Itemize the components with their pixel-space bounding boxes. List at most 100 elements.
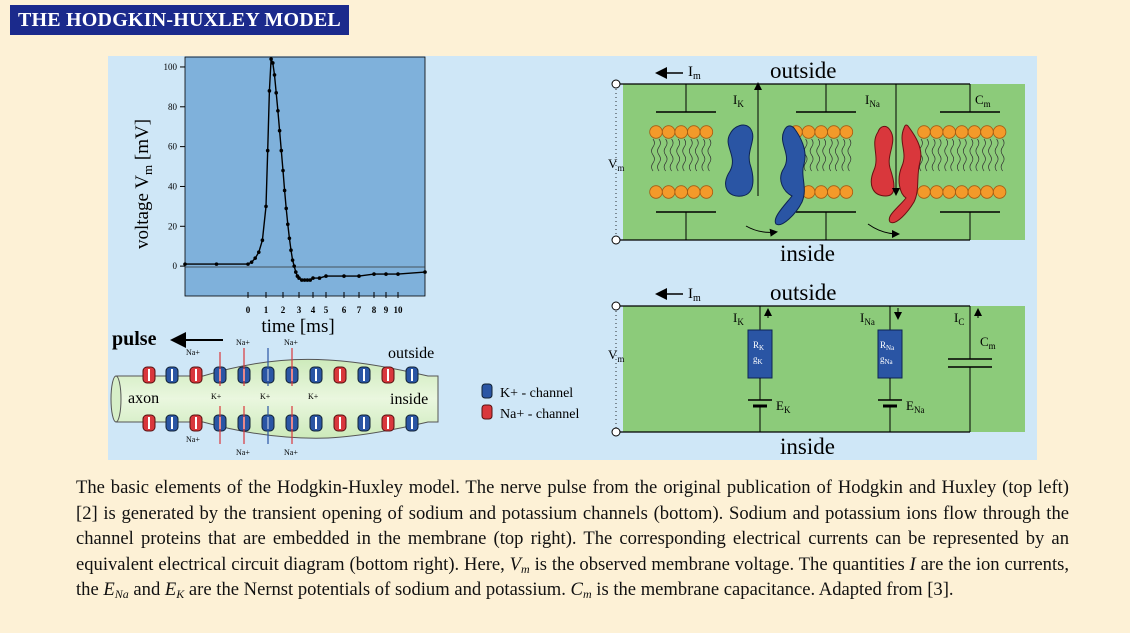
k-channel-left xyxy=(725,124,754,197)
membrane-outside-label: outside xyxy=(770,58,836,83)
voltage-point xyxy=(317,276,322,280)
axon-outside-label: outside xyxy=(388,345,434,362)
voltage-point xyxy=(297,276,301,280)
voltage-point xyxy=(342,274,346,278)
pulse-label: pulse xyxy=(112,328,157,350)
plot-area xyxy=(184,56,426,297)
voltage-point xyxy=(269,57,273,61)
circuit-im-label: Im xyxy=(688,286,701,304)
ion-label: K+ xyxy=(308,392,319,401)
voltage-point xyxy=(267,89,272,93)
voltage-point xyxy=(279,148,284,153)
ion-label: K+ xyxy=(211,392,222,401)
voltage-point xyxy=(294,270,298,274)
membrane-diagram: Vm Im outside inside IK INa Cm xyxy=(608,58,1025,266)
voltage-point xyxy=(305,278,310,282)
axon-inside-label: inside xyxy=(390,391,428,408)
voltage-point xyxy=(372,272,376,276)
voltage-point xyxy=(253,256,257,260)
membrane-inside-label: inside xyxy=(780,241,835,266)
circuit-outside-terminal xyxy=(611,301,621,311)
circuit-diagram: Vm Im outside inside IK RK gK EK INa RNa… xyxy=(608,280,1025,459)
voltage-point xyxy=(271,61,275,65)
ion-label: K+ xyxy=(260,392,271,401)
voltage-point xyxy=(282,188,287,193)
rk-resistor xyxy=(747,329,773,379)
membrane-bg xyxy=(623,84,1025,240)
ion-label: Na+ xyxy=(236,448,250,457)
x-tick-label: 10 xyxy=(394,305,404,315)
circuit-ik-label: IK xyxy=(733,310,744,327)
y-axis-label: voltage Vm [mV] xyxy=(132,119,155,249)
voltage-point xyxy=(277,128,282,133)
voltage-points xyxy=(183,57,427,282)
ion-label: Na+ xyxy=(236,338,250,347)
x-tick-label: 5 xyxy=(324,305,329,315)
voltage-point xyxy=(272,73,277,77)
voltage-point xyxy=(289,248,293,252)
ic-label: IC xyxy=(954,310,964,327)
k-channel-legend: K+ - channel xyxy=(500,386,573,401)
voltage-point xyxy=(287,236,292,241)
circuit-bg xyxy=(623,306,1025,432)
y-tick-label: 20 xyxy=(168,221,178,231)
inside-terminal xyxy=(611,235,621,245)
voltage-point xyxy=(290,258,295,262)
voltage-point xyxy=(308,278,312,282)
x-tick-label: 3 xyxy=(297,305,302,315)
na-channel-right xyxy=(888,124,922,224)
axon-label: axon xyxy=(128,390,159,407)
voltage-point xyxy=(300,278,304,282)
voltage-point xyxy=(214,262,219,266)
voltage-point xyxy=(396,272,400,276)
ion-label: Na+ xyxy=(186,348,200,357)
circuit-inside-terminal xyxy=(611,427,621,437)
voltage-point xyxy=(292,264,296,268)
k-channel-right xyxy=(774,125,806,226)
y-tick-label: 80 xyxy=(168,102,178,112)
y-tick-label: 40 xyxy=(168,181,178,191)
voltage-point xyxy=(324,274,328,278)
gk-label: gK xyxy=(753,354,763,366)
voltage-point xyxy=(357,274,361,278)
x-tick-label: 4 xyxy=(311,305,316,315)
y-tick-label: 60 xyxy=(168,142,178,152)
rna-resistor xyxy=(877,329,903,379)
voltage-point xyxy=(183,262,187,266)
voltage-point xyxy=(423,270,427,274)
figure-caption: The basic elements of the Hodgkin-Huxley… xyxy=(76,477,1069,602)
y-tick-label: 0 xyxy=(173,261,178,271)
voltage-point xyxy=(260,238,265,243)
voltage-point xyxy=(286,222,290,227)
ik-label: IK xyxy=(733,92,744,109)
axon-end xyxy=(110,375,122,423)
circuit-vm-label: Vm xyxy=(608,347,624,364)
voltage-point xyxy=(311,276,315,280)
voltage-point xyxy=(264,204,268,209)
im-label: Im xyxy=(688,64,701,82)
na-channel-legend-icon xyxy=(481,404,493,420)
ion-label: Na+ xyxy=(284,338,298,347)
ion-label: Na+ xyxy=(284,448,298,457)
x-axis-label: time [ms] xyxy=(261,316,334,337)
rk-label: RK xyxy=(753,340,764,352)
k-channel-legend-icon xyxy=(481,383,493,399)
voltage-point xyxy=(384,272,388,276)
voltage-point xyxy=(302,278,307,282)
axon-ions: Na+ Na+ Na+ K+ K+ K+ Na+ Na+ Na+ xyxy=(186,338,319,457)
x-tick-label: 7 xyxy=(357,305,362,315)
voltage-point xyxy=(257,250,261,254)
voltage-point xyxy=(276,108,280,113)
voltage-point xyxy=(246,262,250,266)
x-tick-label: 6 xyxy=(342,305,347,315)
circuit-inside-label: inside xyxy=(780,434,835,459)
x-tick-label: 2 xyxy=(281,305,286,315)
x-tick-label: 1 xyxy=(264,305,269,315)
outside-terminal xyxy=(611,79,621,89)
na-channel-left xyxy=(870,125,895,197)
x-tick-label: 8 xyxy=(372,305,377,315)
ion-label: Na+ xyxy=(186,435,200,444)
